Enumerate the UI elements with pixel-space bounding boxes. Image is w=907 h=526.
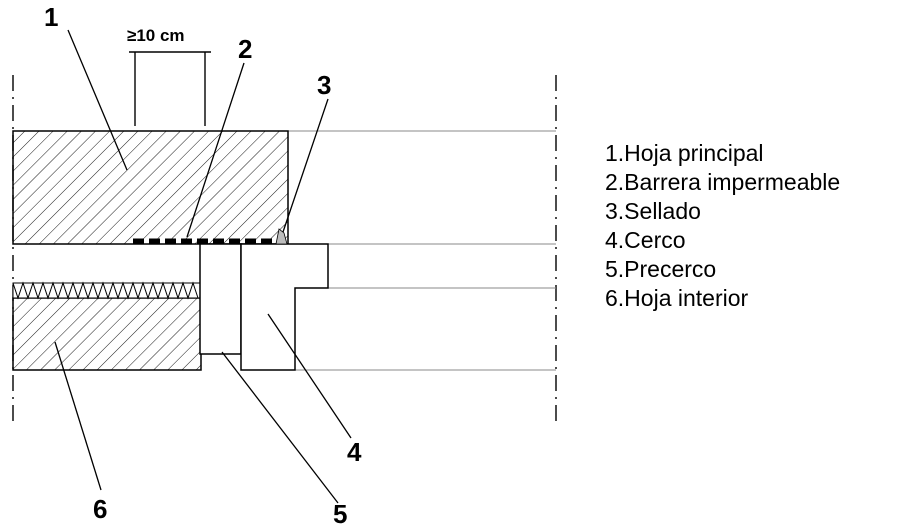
legend-item: 4.Cerco xyxy=(605,227,686,253)
sub-frame xyxy=(199,243,242,355)
legend-item: 5.Precerco xyxy=(605,256,717,282)
leader-4 xyxy=(267,313,352,439)
legend-item: 3.Sellado xyxy=(605,198,701,224)
legend: 1.Hoja principal 2.Barrera impermeable 3… xyxy=(605,139,840,313)
sealant xyxy=(275,228,288,245)
leader-5 xyxy=(221,351,339,504)
frame xyxy=(240,243,329,371)
legend-item: 1.Hoja principal xyxy=(605,140,764,166)
callout-3: 3 xyxy=(317,70,331,100)
callout-2: 2 xyxy=(238,34,252,64)
leader-6 xyxy=(54,341,102,491)
main-leaf xyxy=(12,130,289,245)
leader-3 xyxy=(282,98,329,233)
callout-4: 4 xyxy=(347,437,362,467)
callout-6: 6 xyxy=(93,494,107,524)
interior-leaf xyxy=(12,297,202,371)
leader-2 xyxy=(186,62,245,238)
insulation-zigzag xyxy=(12,281,199,300)
leader-1 xyxy=(67,29,128,171)
legend-item: 2.Barrera impermeable xyxy=(605,169,841,195)
callout-5: 5 xyxy=(333,499,347,526)
dimension-label: ≥10 cm xyxy=(127,26,185,45)
legend-item: 6.Hoja interior xyxy=(605,285,749,311)
callout-1: 1 xyxy=(44,2,58,32)
